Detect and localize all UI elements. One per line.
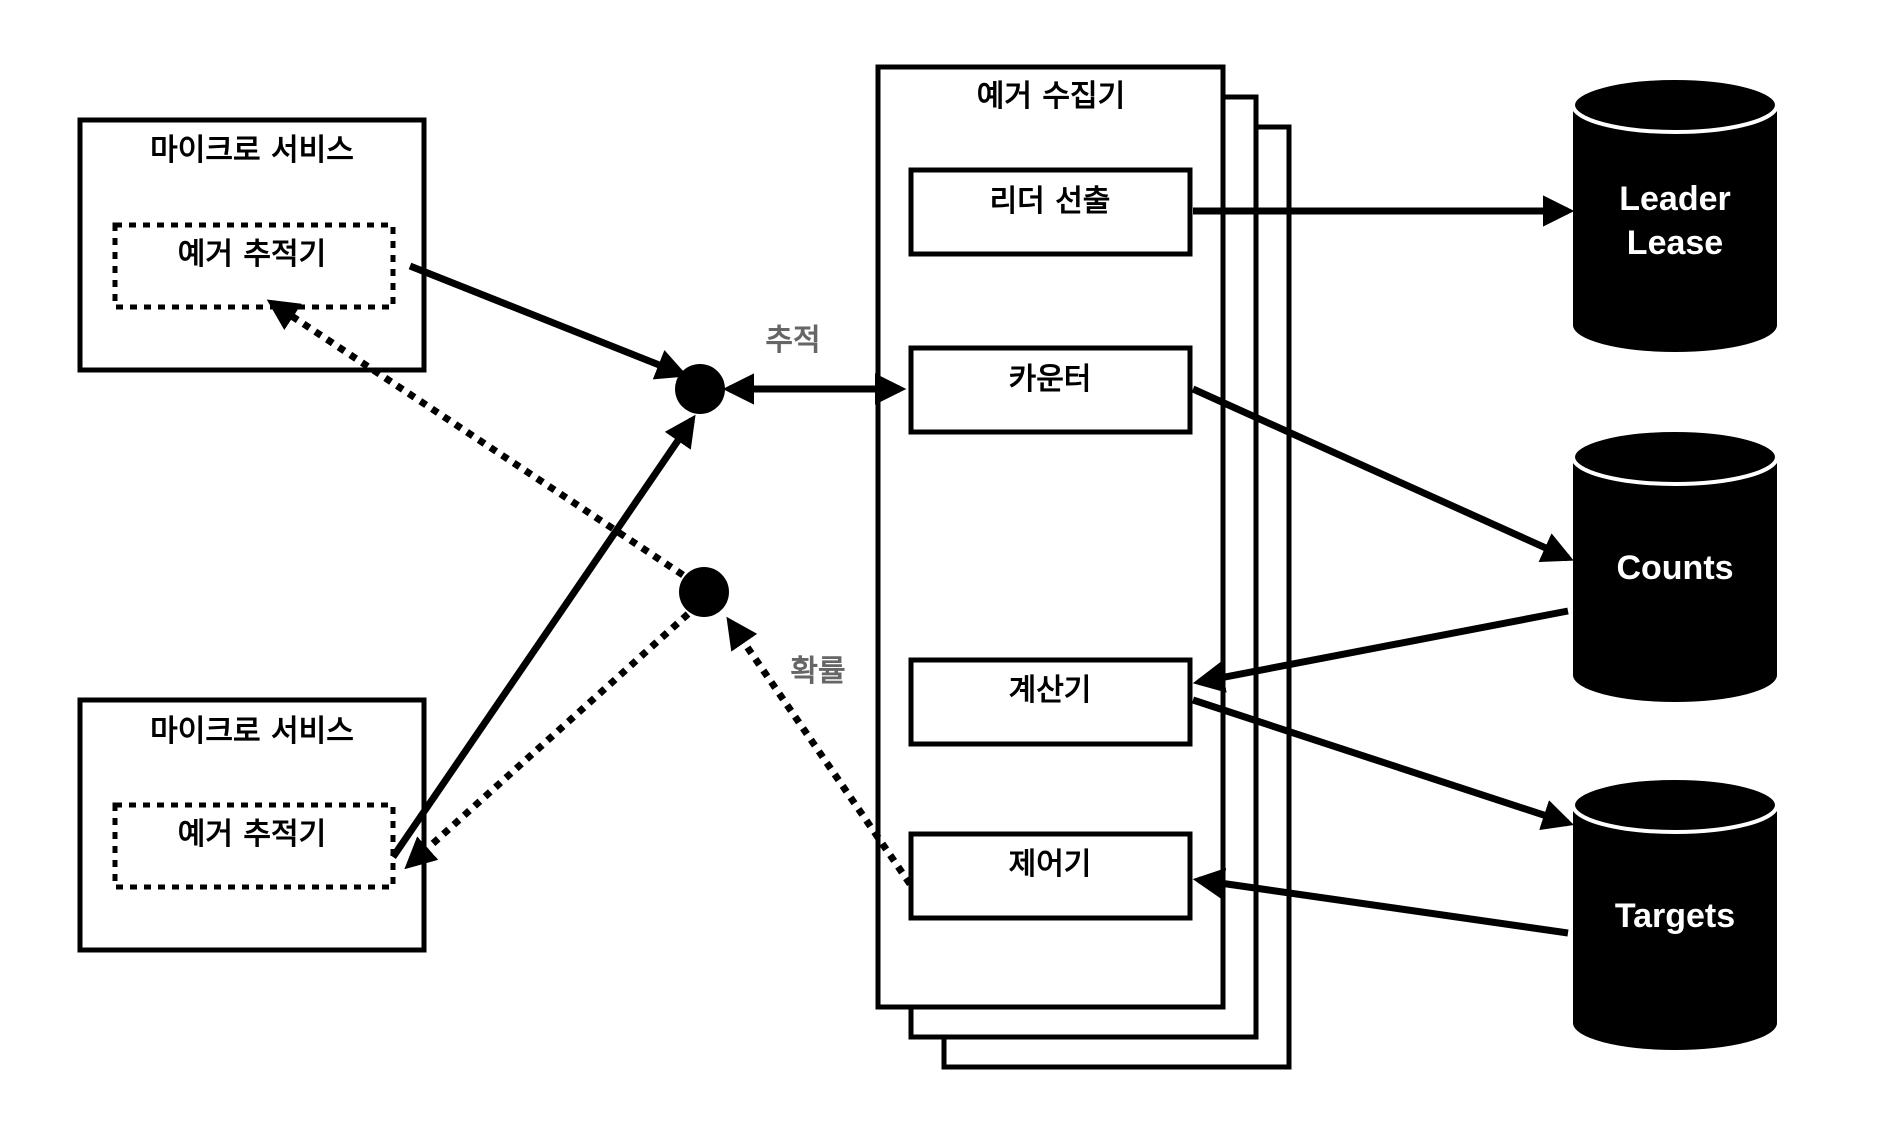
store-targets: Targets: [1571, 776, 1779, 1050]
edge-label-probability: 확률: [790, 654, 845, 689]
targets-read-arrow: [1192, 867, 1569, 937]
controller-probability-arrow: [726, 616, 913, 886]
counts-read-arrow: [1192, 607, 1569, 693]
database-icon: [1573, 105, 1777, 352]
store-leader-lease: Leader Lease: [1571, 76, 1779, 352]
microservice-box-1: 마이크로 서비스 예거 추적기: [77, 117, 427, 373]
store-label: Counts: [1616, 549, 1733, 587]
jaeger-collector: 예거 수집기 리더 선출 카운터 계산기 제어기: [875, 64, 1292, 1070]
probability-junction-dot: [679, 567, 729, 617]
store-label-line2: Lease: [1627, 224, 1723, 262]
counter-box: [908, 345, 1193, 435]
counts-write-arrow: [1191, 385, 1574, 563]
database-icon-top: [1571, 428, 1779, 486]
edge-label-tracking: 추적: [765, 323, 820, 358]
calculator-box: [908, 657, 1193, 747]
leader-election-label: 리더 선출: [990, 184, 1111, 219]
microservice-box-2: 마이크로 서비스 예거 추적기: [77, 697, 427, 953]
calculator-label: 계산기: [1009, 673, 1092, 708]
controller-box: [908, 831, 1193, 921]
microservice-title: 마이크로 서비스: [150, 133, 354, 168]
microservice-title: 마이크로 서비스: [150, 714, 354, 749]
store-counts: Counts: [1571, 428, 1779, 702]
store-label-line1: Leader: [1619, 180, 1731, 218]
database-icon: [1573, 805, 1777, 1050]
database-icon-top: [1571, 76, 1779, 134]
controller-label: 제어기: [1009, 847, 1092, 882]
jaeger-tracer-box: [112, 802, 396, 890]
counter-label: 카운터: [1009, 362, 1092, 397]
leader-election-box: [908, 167, 1193, 257]
probability-arrow-1: [266, 299, 685, 578]
jaeger-tracer-label: 예거 추적기: [178, 237, 326, 272]
jaeger-tracer-box: [112, 222, 396, 310]
database-icon: [1573, 457, 1777, 702]
probability-arrow-2: [404, 611, 691, 870]
span-arrow-1: [408, 262, 688, 380]
jaeger-tracer-label: 예거 추적기: [178, 817, 326, 852]
targets-write-arrow: [1191, 696, 1574, 831]
collector-title: 예거 수집기: [977, 79, 1125, 114]
database-icon-top: [1571, 776, 1779, 834]
store-label: Targets: [1615, 897, 1735, 935]
span-arrow-2: [390, 414, 696, 859]
